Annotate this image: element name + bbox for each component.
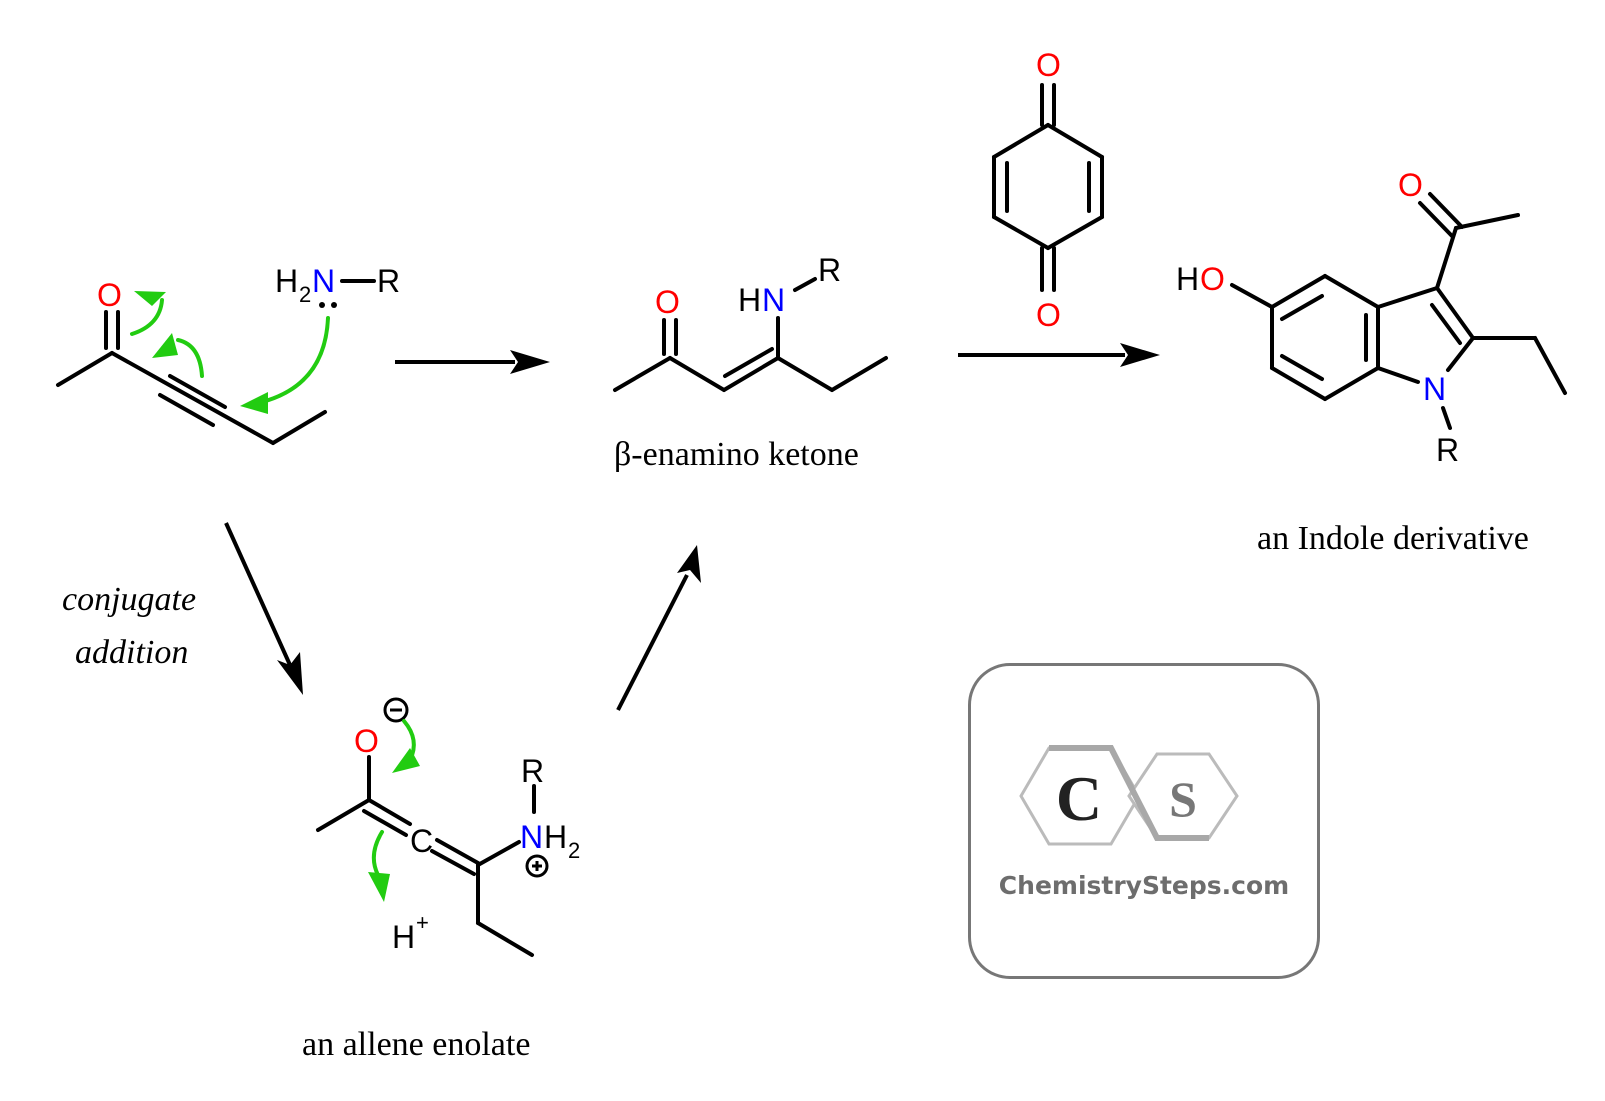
negative-charge-icon xyxy=(383,697,409,723)
reaction-arrow-1[interactable] xyxy=(395,350,550,374)
mechanism-arrows-step1 xyxy=(130,291,330,414)
enaminone-product: O H N R xyxy=(613,252,888,392)
indole-carbonyl-oxygen: O xyxy=(1398,167,1423,203)
reaction-arrow-2[interactable] xyxy=(958,343,1160,367)
enaminone-r-group: R xyxy=(818,252,841,288)
amine-h: H xyxy=(275,263,298,299)
indole-hydroxyl-h: H xyxy=(1176,261,1199,297)
amine-r-group: R xyxy=(377,263,400,299)
ammonium-nitrogen: N xyxy=(520,819,543,855)
allene-central-carbon: C xyxy=(410,823,433,859)
enaminone-oxygen: O xyxy=(655,284,680,320)
logo-site-name: ChemistrySteps.com xyxy=(998,871,1290,900)
tautomerization-arrow[interactable] xyxy=(616,545,701,711)
ammonium-h-subscript: 2 xyxy=(568,838,580,863)
proton-h: H xyxy=(392,919,415,955)
lone-pair-dot xyxy=(319,302,325,308)
quinone-oxygen-top: O xyxy=(1036,47,1061,83)
allene-enolate-label: an allene enolate xyxy=(302,1026,530,1063)
indole-nitrogen: N xyxy=(1423,371,1446,407)
allene-enolate-intermediate: O C R N H 2 H + xyxy=(316,697,580,957)
ynone-oxygen: O xyxy=(97,277,122,313)
conditions-line1: conjugate xyxy=(62,581,196,618)
indole-product: H O O N R xyxy=(1176,167,1567,468)
amine-h-subscript: 2 xyxy=(299,282,311,307)
logo-letter-s: S xyxy=(1169,771,1197,827)
enaminone-label: β-enamino ketone xyxy=(614,436,859,473)
enaminone-h: H xyxy=(738,282,761,318)
chemistrysteps-logo[interactable]: C S ChemistrySteps.com xyxy=(968,663,1320,979)
positive-charge-icon xyxy=(525,854,549,878)
amine-nitrogen: N xyxy=(312,263,335,299)
indole-label: an Indole derivative xyxy=(1257,520,1529,557)
indole-r-group: R xyxy=(1436,432,1459,468)
enaminone-nitrogen: N xyxy=(762,282,785,318)
lone-pair-dot xyxy=(331,302,337,308)
ammonium-h: H xyxy=(544,819,567,855)
indole-hydroxyl-oxygen: O xyxy=(1200,261,1225,297)
enolate-oxygen: O xyxy=(354,723,379,759)
enolate-r-group: R xyxy=(521,753,544,789)
proton-charge: + xyxy=(416,910,429,935)
ynone-reactant: O xyxy=(56,277,327,445)
logo-letter-c: C xyxy=(1056,763,1102,834)
primary-amine: H 2 N R xyxy=(275,263,400,308)
conjugate-addition-arrow[interactable] xyxy=(224,522,303,695)
cs-hexagon-logo-icon: C S xyxy=(1019,745,1239,846)
benzoquinone-reagent: O O xyxy=(992,47,1104,333)
mechanism-arrows-step2 xyxy=(368,719,420,902)
conditions-line2: addition xyxy=(75,634,188,671)
quinone-oxygen-bottom: O xyxy=(1036,297,1061,333)
